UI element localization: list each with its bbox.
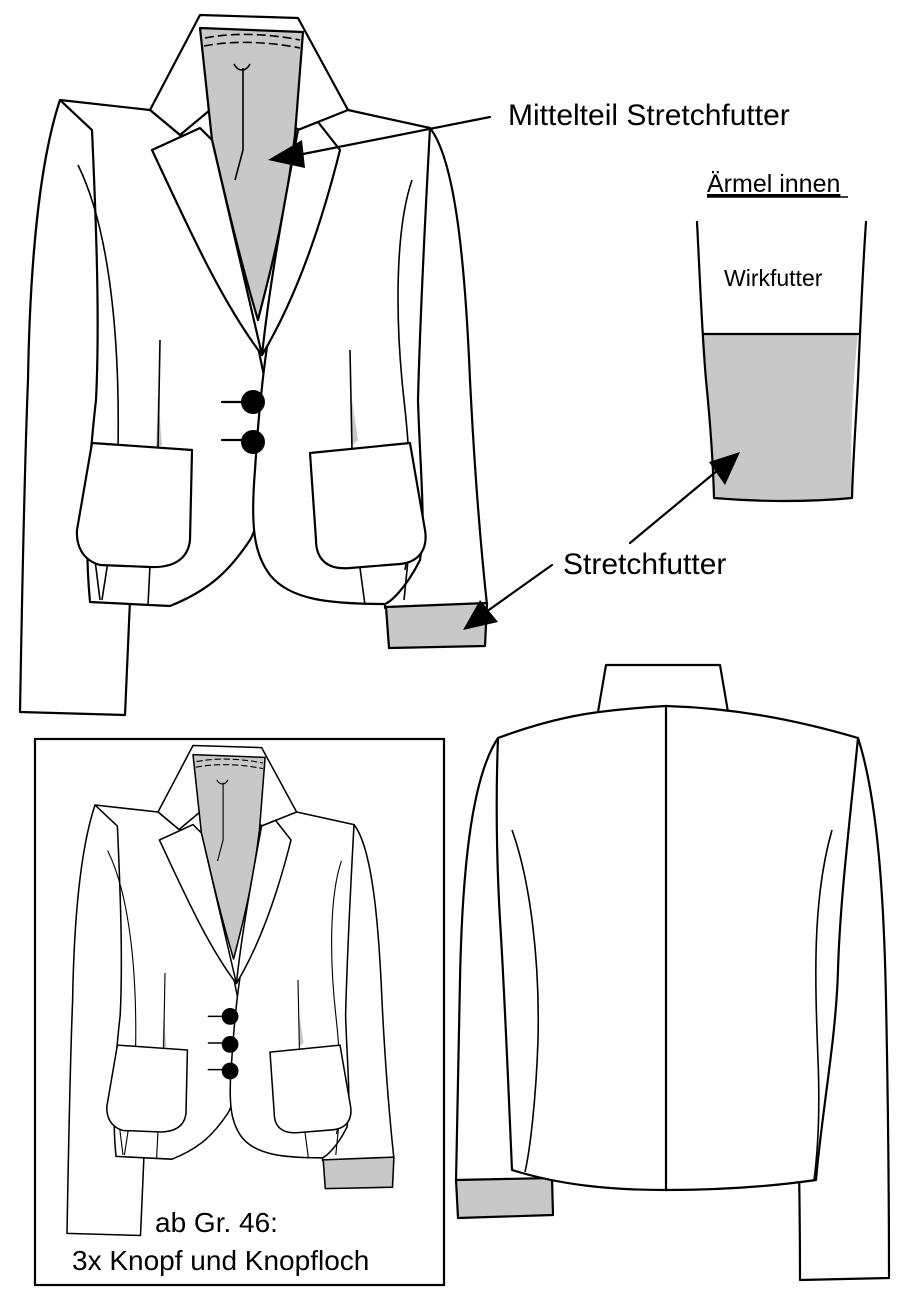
inset-label-buttons: 3x Knopf und Knopfloch [72, 1245, 369, 1276]
annotation-stretchfutter: Stretchfutter [463, 452, 740, 630]
label-aermel-innen: Ärmel innen [707, 170, 840, 198]
jacket-front-view [18, 13, 489, 717]
label-stretchfutter: Stretchfutter [563, 548, 726, 581]
jacket-back-view [454, 663, 891, 1282]
inset-size-46: ab Gr. 46: 3x Knopf und Knopfloch [33, 737, 446, 1287]
annotation-mittelteil: Mittelteil Stretchfutter [268, 99, 790, 168]
label-mittelteil-stretchfutter: Mittelteil Stretchfutter [508, 99, 790, 132]
label-wirkfutter: Wirkfutter [724, 265, 823, 291]
sleeve-inner-detail: Ärmel innen Wirkfutter [695, 170, 868, 503]
inset-label-size: ab Gr. 46: [155, 1207, 278, 1238]
